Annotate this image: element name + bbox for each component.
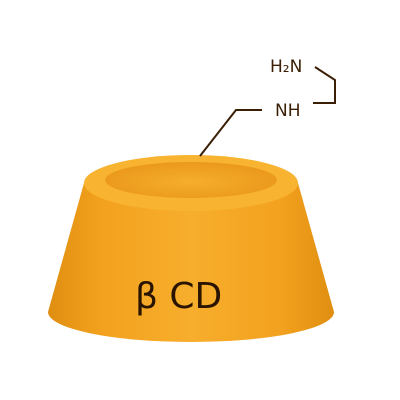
linker-nh-label: NH [275,101,301,121]
ethylene-bond [313,66,336,104]
amine-label: H₂N [270,57,302,77]
cyclodextrin-label: β CD [135,276,222,317]
cyclodextrin-body [48,183,334,342]
linker-bond [199,109,262,157]
cyclodextrin-cavity [105,162,277,198]
